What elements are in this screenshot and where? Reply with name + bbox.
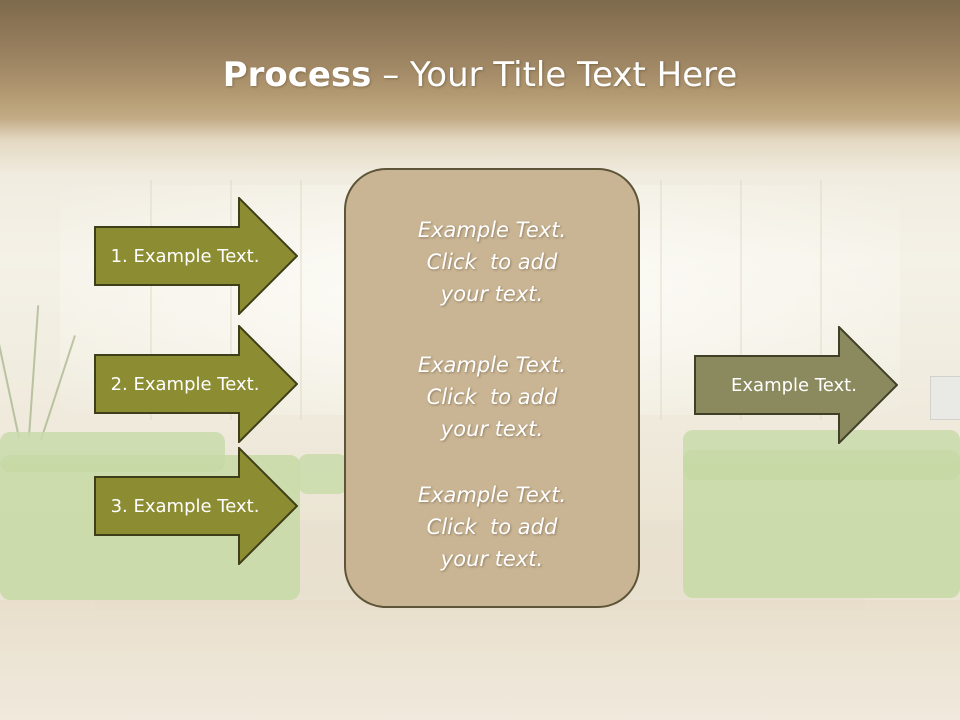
process-step-label-2: 2. Example Text. [110, 373, 260, 395]
background-ottoman [298, 454, 348, 494]
arrow-shape [94, 447, 298, 565]
panel-text-line: your text. [440, 417, 544, 441]
background-plant [0, 320, 20, 439]
background-curtain [300, 180, 302, 420]
arrow-shape [94, 197, 298, 315]
panel-text-line: Click to add [426, 385, 558, 409]
slide-title[interactable]: Process – Your Title Text Here [0, 52, 960, 98]
background-curtain [820, 180, 822, 420]
process-step-label-3: 3. Example Text. [110, 495, 260, 517]
panel-text-line: Example Text. [417, 218, 567, 242]
background-curtain [660, 180, 662, 420]
arrow-shape [94, 325, 298, 443]
title-rest-part: – Your Title Text Here [371, 55, 738, 95]
background-plant [28, 305, 40, 438]
background-sofa [683, 450, 960, 598]
panel-text-block-2[interactable]: Example Text. Click to add your text. [346, 349, 638, 445]
panel-text-line: Click to add [426, 250, 558, 274]
panel-text-line: your text. [440, 282, 544, 306]
background-curtain [230, 180, 232, 420]
process-step-arrow-2[interactable]: 2. Example Text. [94, 325, 298, 443]
panel-text-line: Example Text. [417, 353, 567, 377]
background-floor [0, 600, 960, 720]
background-curtain [150, 180, 152, 420]
background-shelf [930, 376, 960, 420]
center-text-panel[interactable]: Example Text. Click to add your text. Ex… [344, 168, 640, 608]
panel-text-line: Click to add [426, 515, 558, 539]
process-output-arrow[interactable]: Example Text. [694, 326, 898, 444]
arrow-shape [694, 326, 898, 444]
background-curtain [740, 180, 742, 420]
panel-text-line: your text. [440, 547, 544, 571]
title-bold-part: Process [222, 55, 372, 95]
panel-text-block-1[interactable]: Example Text. Click to add your text. [346, 214, 638, 310]
process-step-label-1: 1. Example Text. [110, 245, 260, 267]
panel-text-block-3[interactable]: Example Text. Click to add your text. [346, 479, 638, 575]
panel-text-line: Example Text. [417, 483, 567, 507]
process-step-arrow-1[interactable]: 1. Example Text. [94, 197, 298, 315]
process-step-arrow-3[interactable]: 3. Example Text. [94, 447, 298, 565]
process-output-label: Example Text. [731, 374, 857, 396]
